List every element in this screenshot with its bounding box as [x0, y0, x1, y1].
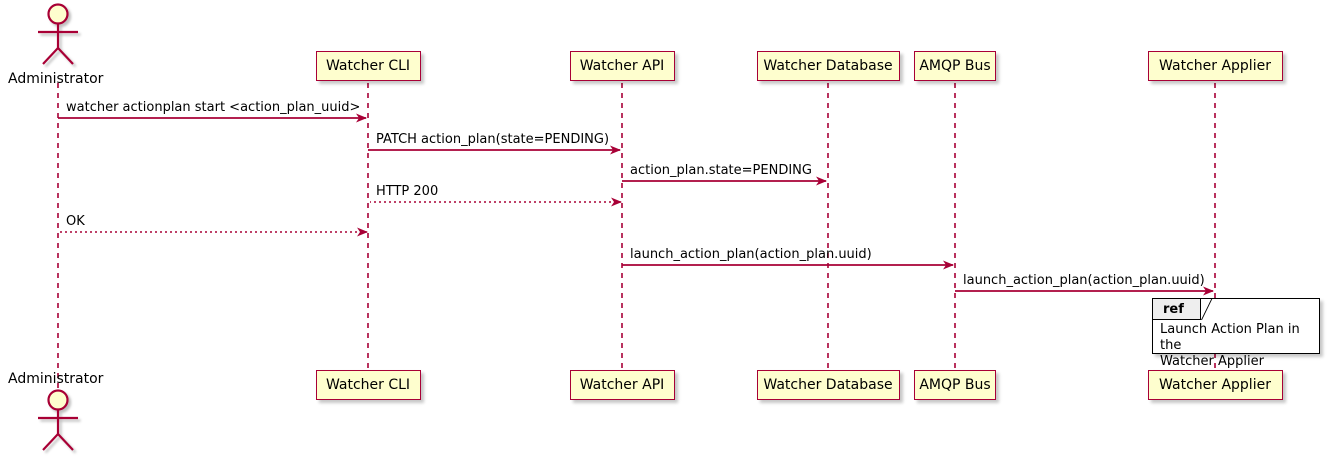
participant-label: Watcher Database [763, 377, 893, 393]
participant-box-watcher-database-bottom: Watcher Database [756, 370, 900, 400]
participant-box-watcher-cli-bottom: Watcher CLI [315, 370, 421, 400]
participant-label: Watcher CLI [325, 58, 411, 74]
ref-fragment: ref Launch Action Plan in the Watcher Ap… [1152, 298, 1320, 369]
participant-label: Watcher API [579, 58, 665, 74]
actor-label-administrator-bottom: Administrator [8, 371, 104, 387]
ref-fragment-tab-label: ref [1163, 301, 1184, 317]
participant-label: Watcher API [579, 377, 665, 393]
participant-box-watcher-applier-bottom: Watcher Applier [1147, 370, 1283, 400]
participant-box-watcher-database-top: Watcher Database [756, 51, 900, 81]
actor-label-administrator-top: Administrator [8, 71, 104, 87]
participant-box-watcher-api-bottom: Watcher API [569, 370, 675, 400]
message-label-3: action_plan.state=PENDING [630, 163, 812, 178]
message-label-5: OK [66, 214, 85, 229]
participant-box-amqp-bus-bottom: AMQP Bus [914, 370, 996, 400]
ref-fragment-tab: ref [1153, 299, 1201, 320]
participant-label: Watcher Applier [1159, 58, 1271, 74]
participant-label: AMQP Bus [919, 58, 991, 74]
participant-label: AMQP Bus [919, 377, 991, 393]
participant-label: Watcher Applier [1159, 377, 1271, 393]
ref-fragment-body-text: Launch Action Plan in the Watcher Applie… [1160, 322, 1300, 369]
participant-box-watcher-applier-top: Watcher Applier [1147, 51, 1283, 81]
message-label-7: launch_action_plan(action_plan.uuid) [963, 273, 1205, 288]
participant-box-watcher-api-top: Watcher API [569, 51, 675, 81]
ref-fragment-tab-notch [1201, 299, 1223, 320]
message-label-4: HTTP 200 [376, 184, 439, 199]
participant-box-watcher-cli-top: Watcher CLI [315, 51, 421, 81]
participant-box-amqp-bus-top: AMQP Bus [914, 51, 996, 81]
participant-label: Watcher Database [763, 58, 893, 74]
message-arrows-group [58, 113, 1214, 296]
message-label-2: PATCH action_plan(state=PENDING) [376, 132, 610, 147]
participant-label: Watcher CLI [325, 377, 411, 393]
lifelines-group [57, 83, 1216, 390]
actor-figure-bottom [38, 389, 78, 451]
actor-figure-top [38, 3, 78, 65]
message-label-6: launch_action_plan(action_plan.uuid) [630, 247, 872, 262]
message-label-1: watcher actionplan start <action_plan_uu… [66, 100, 361, 115]
